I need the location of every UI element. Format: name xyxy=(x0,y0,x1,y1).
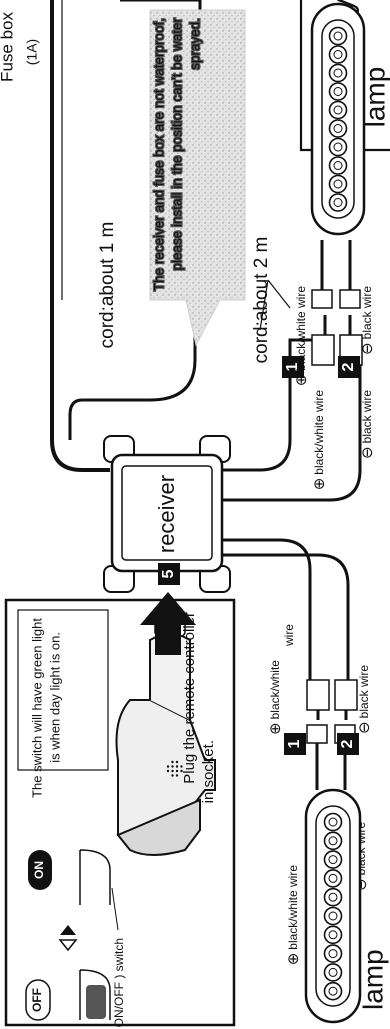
led-inner-icon xyxy=(333,161,343,170)
marker-2-box-top xyxy=(338,356,360,378)
led-inner-icon xyxy=(333,31,343,41)
fuse-box-rating: (1A) xyxy=(24,39,40,65)
waterproof-note-line-2: please install in the position can't be … xyxy=(170,18,185,271)
led-inner-icon xyxy=(333,198,343,207)
marker-1-top: 1 xyxy=(284,362,301,371)
speaker-dot xyxy=(180,765,183,768)
speaker-dot xyxy=(180,769,183,773)
speaker-dot xyxy=(166,765,170,768)
upper-lamp-wiring: 1 2 ⊕black/white wire ⊖black wire ⊕black… xyxy=(222,237,376,502)
bw-wire-label-upper-far: ⊕black/white wire xyxy=(293,286,310,387)
speaker-dot xyxy=(166,769,170,773)
receiver-label: receiver xyxy=(154,475,179,553)
led-inner-icon xyxy=(333,50,343,59)
marker-1-bottom: 1 xyxy=(286,739,303,748)
bw-wire-label-upper-near: ⊕black/white wire xyxy=(311,390,328,491)
green-light-note-line-1: The switch will have green light xyxy=(29,618,44,798)
led-inner-icon xyxy=(333,124,343,133)
marker-2-top: 2 xyxy=(340,362,357,371)
led-inner-icon xyxy=(333,105,343,115)
green-light-note-line-2: is when day light is on. xyxy=(47,632,62,763)
fuse-box-label: Fuse box xyxy=(0,12,16,82)
marker-1-box-top xyxy=(282,356,304,378)
receiver: receiver xyxy=(103,435,231,593)
fuse-box: Fuse box (1A) xyxy=(0,12,40,82)
on-off-switch-label: ( ON/OFF ) switch xyxy=(112,938,126,1029)
bw-wire-label-lower-near-1: ⊕black/white xyxy=(267,660,284,735)
led-inner-icon xyxy=(328,836,338,846)
lamp-top-label: lamp xyxy=(359,67,390,128)
black-wire-label-upper-far: ⊖black wire xyxy=(359,286,376,355)
toggle-direction-icon xyxy=(58,925,78,952)
bw-wire-label-lower-far: ⊕black/white wire xyxy=(285,865,302,966)
waterproof-note-line-3: sprayed. xyxy=(188,18,203,70)
lamp-bottom: lamp xyxy=(304,788,388,1024)
speaker-dot xyxy=(171,765,174,768)
switch-panel: The switch will have green light is when… xyxy=(4,563,236,1029)
lower-lamp-wiring: 1 2 ⊕black/white wire ⊖black wire ⊕black… xyxy=(222,538,373,966)
black-wire-label-lower-near: ⊖black wire xyxy=(356,665,373,734)
speaker-grille-icon xyxy=(166,760,183,777)
on-indicator xyxy=(28,850,52,890)
speaker-dot xyxy=(175,769,179,773)
black-wire-label-upper-near: ⊖black wire xyxy=(359,390,376,459)
led-inner-icon xyxy=(328,911,338,921)
waterproof-note-line-1: The receiver and fuse box are not waterp… xyxy=(152,18,167,291)
led-inner-icon xyxy=(328,930,338,940)
marker-5: 5 xyxy=(160,569,177,578)
lamp-bottom-leds xyxy=(323,812,343,1001)
plug-note-line-1: Plug the remote controller xyxy=(181,612,198,784)
led-inner-icon xyxy=(328,855,338,865)
off-indicator xyxy=(25,979,51,1021)
marker-2-bottom: 2 xyxy=(339,739,356,748)
led-inner-icon xyxy=(328,986,338,996)
speaker-dot xyxy=(175,774,179,777)
short-cord-label: cord:about 1 m xyxy=(97,222,118,349)
waterproof-note: The receiver and fuse box are not waterp… xyxy=(149,9,246,347)
led-inner-icon xyxy=(328,817,338,827)
speaker-dot xyxy=(171,774,174,777)
speaker-dot xyxy=(171,769,174,773)
marker-2-box-bottom xyxy=(337,733,359,755)
led-inner-icon xyxy=(333,68,343,78)
lamp-top: lamp xyxy=(310,2,390,236)
speaker-dot xyxy=(175,765,179,768)
long-cord-label: cord:about 2 m xyxy=(251,237,272,364)
off-label: OFF xyxy=(30,988,44,1012)
lamp-top-leds xyxy=(328,26,348,212)
led-inner-icon xyxy=(333,142,343,152)
speaker-dot xyxy=(175,760,179,764)
bw-wire-label-lower-near-2: wire xyxy=(282,624,296,647)
speaker-dot xyxy=(171,760,174,764)
on-label: ON xyxy=(32,861,46,879)
led-inner-icon xyxy=(333,87,343,96)
led-inner-icon xyxy=(328,892,338,902)
off-slider xyxy=(86,985,106,1019)
marker-5-box xyxy=(158,563,180,585)
insert-arrow-icon xyxy=(140,592,196,655)
marker-1-box-bottom xyxy=(284,733,306,755)
led-inner-icon xyxy=(328,949,338,959)
led-inner-icon xyxy=(328,967,338,977)
lamp-bottom-label: lamp xyxy=(357,949,388,1010)
led-inner-icon xyxy=(328,873,338,883)
plug-note-line-2: in socket. xyxy=(200,740,217,803)
led-inner-icon xyxy=(333,179,343,189)
